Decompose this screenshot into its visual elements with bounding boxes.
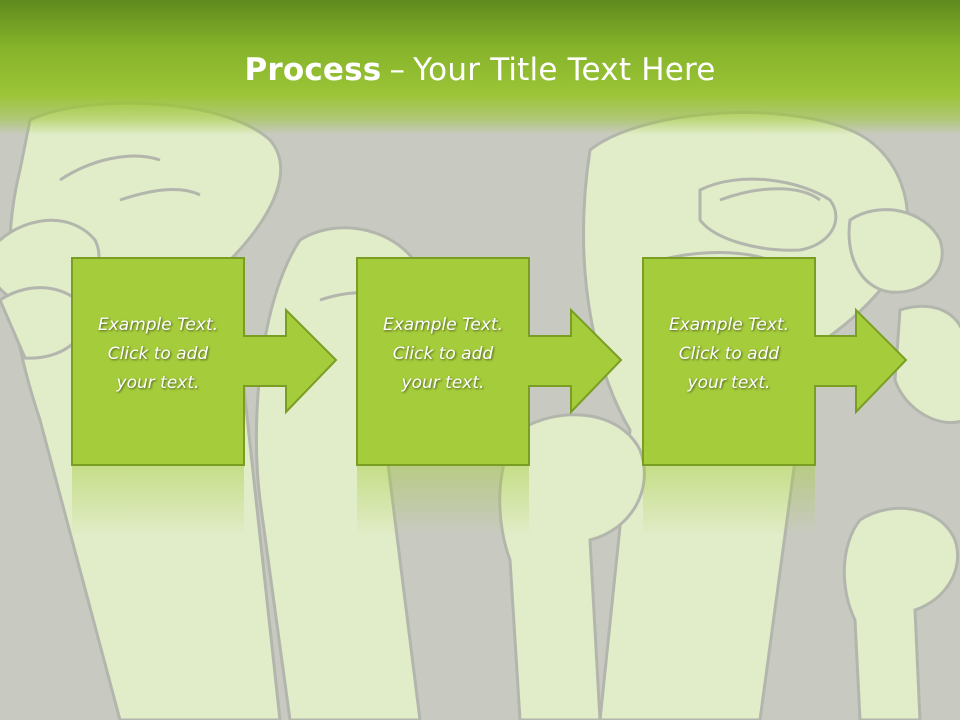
step-1-text[interactable]: Example Text. Click to add your text. bbox=[72, 311, 244, 398]
step-2-line3: your text. bbox=[401, 373, 485, 393]
step-2-line1: Example Text. bbox=[382, 315, 504, 335]
step-1-line2: Click to add bbox=[107, 344, 209, 364]
step-1-line1: Example Text. bbox=[97, 315, 219, 335]
step-3-text[interactable]: Example Text. Click to add your text. bbox=[643, 311, 815, 398]
title-separator: – bbox=[389, 52, 406, 88]
step-3-line2: Click to add bbox=[678, 344, 780, 364]
step-2-text[interactable]: Example Text. Click to add your text. bbox=[357, 311, 529, 398]
slide-title[interactable]: Process–Your Title Text Here bbox=[0, 52, 960, 88]
right-arrow-icon bbox=[526, 307, 623, 415]
step-2-line2: Click to add bbox=[392, 344, 494, 364]
step-3-box[interactable] bbox=[642, 257, 816, 466]
step-3-reflection bbox=[643, 466, 815, 536]
step-1-box[interactable] bbox=[71, 257, 245, 466]
title-bar bbox=[0, 0, 960, 135]
title-rest: Your Title Text Here bbox=[413, 52, 716, 88]
step-1-line3: your text. bbox=[116, 373, 200, 393]
right-arrow-icon bbox=[241, 307, 338, 415]
step-1-reflection bbox=[72, 466, 244, 536]
step-2-box[interactable] bbox=[356, 257, 530, 466]
title-strong: Process bbox=[244, 52, 382, 88]
step-3-line1: Example Text. bbox=[668, 315, 790, 335]
step-3-line3: your text. bbox=[687, 373, 771, 393]
right-arrow-icon bbox=[812, 307, 908, 415]
step-2-reflection bbox=[357, 466, 529, 536]
